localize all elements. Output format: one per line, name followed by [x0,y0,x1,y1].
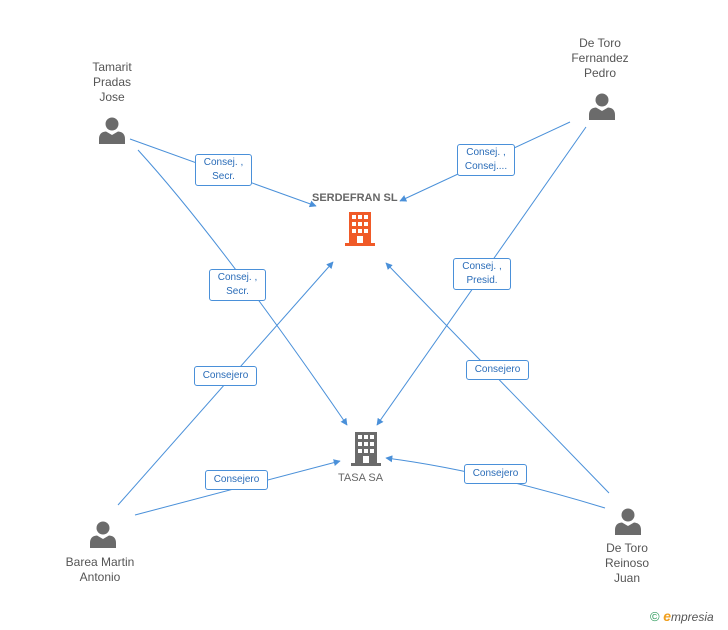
edge-role-line: Consej. , [466,147,506,158]
edge-role-label[interactable]: Consejero [205,470,268,490]
edge-role-line: Consej. , [217,272,258,283]
brand-name: mpresia [671,610,714,624]
edge-role-line: Consejero [213,474,260,485]
company-building-icon[interactable] [351,432,381,466]
copyright-symbol: © [650,609,660,624]
edge-role-line: Secr. [226,286,249,297]
edge-role-line: Consej. , [203,157,244,168]
person-name-line: Tamarit [92,60,132,74]
edge-role-line: Consej. , [462,261,502,272]
person-name-line: Juan [613,571,641,585]
person-icon[interactable] [99,117,125,145]
edge-role-label[interactable]: Consejero [194,366,257,386]
person-name-line: Fernandez [571,51,629,65]
person-name-line: De Toro [606,541,648,555]
person-icon[interactable] [589,93,615,121]
person-name-line: Pedro [583,66,617,80]
person-icon[interactable] [615,508,641,536]
person-name-line: Jose [99,90,125,104]
edge-role-line: Consej.... [464,161,508,172]
edge-role-label[interactable]: Consej. , Consej.... [457,144,515,176]
person-name-line: Barea Martin [65,555,135,569]
main-company-building-icon[interactable] [345,212,375,246]
edge-role-line: Consejero [472,468,519,479]
person-name-line: Reinoso [604,556,650,570]
edge-role-line: Presid. [466,275,498,286]
company-name[interactable]: SERDEFRAN SL [312,192,398,204]
edge-role-label[interactable]: Consej. , Presid. [453,258,511,290]
edge-role-label[interactable]: Consej. , Secr. [209,269,266,301]
edge-role-label[interactable]: Consej. , Secr. [195,154,252,186]
edge-role-label[interactable]: Consejero [464,464,527,484]
person-icon[interactable] [90,521,116,549]
edge-p1-c2 [137,149,348,426]
edge-role-line: Consejero [474,364,521,375]
empresia-logo[interactable]: © empresia [650,608,714,624]
person-name-line: Pradas [92,75,132,89]
edge-role-line: Secr. [212,171,235,182]
edge-role-line: Consejero [202,370,249,381]
edge-role-label[interactable]: Consejero [466,360,529,380]
person-name-line: Antonio [79,570,121,584]
person-name-line: De Toro [579,36,621,50]
brand-initial: e [663,608,672,624]
company-name[interactable]: TASA SA [338,472,384,484]
